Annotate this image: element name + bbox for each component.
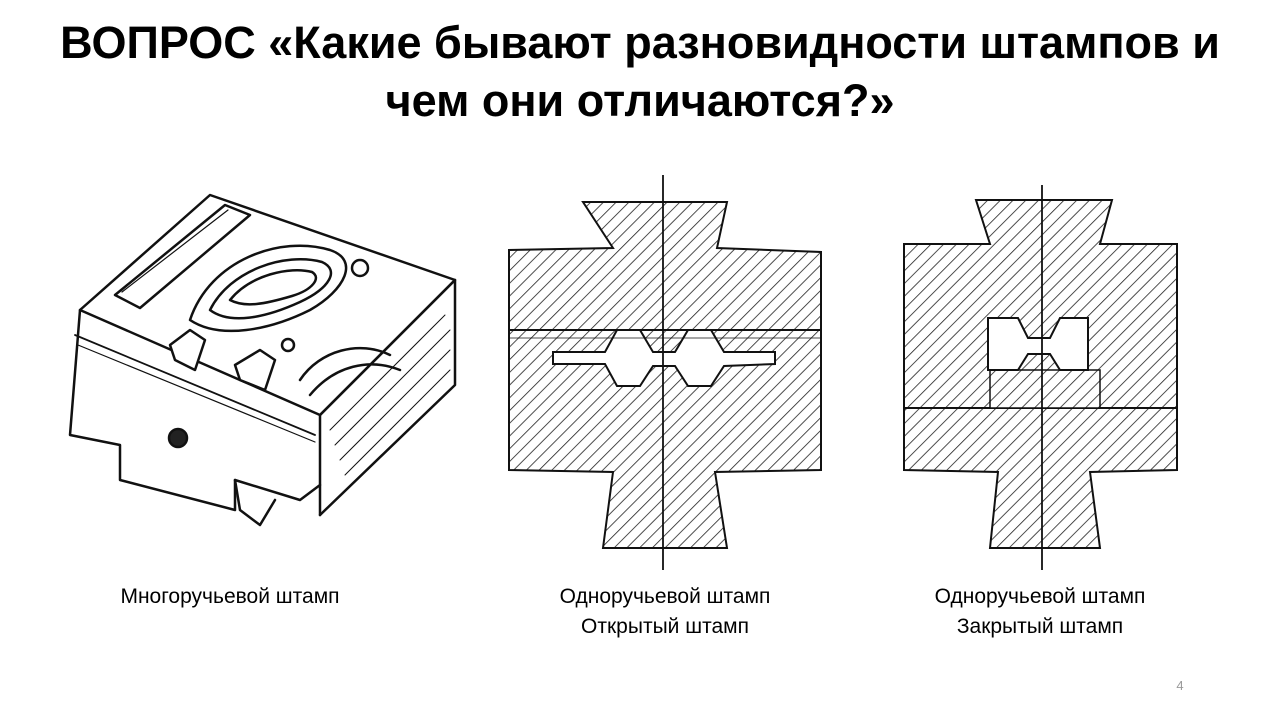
multi-cavity-die-drawing (68, 193, 457, 527)
caption-line: Закрытый штамп (956, 615, 1124, 638)
slide-title-line-2: чем они отличаются?» (385, 75, 895, 126)
caption-line: Многоручьевой штамп (120, 585, 340, 608)
open-die-cross-section (508, 175, 822, 570)
caption-closed-die: Одноручьевой штамп Закрытый штамп (880, 582, 1200, 642)
caption-multi-cavity-die: Многоручьевой штамп (60, 582, 400, 612)
caption-line: Открытый штамп (581, 615, 749, 638)
closed-die-cross-section (903, 185, 1178, 570)
slide-title: ВОПРОС «Какие бывают разновидности штамп… (0, 14, 1280, 130)
page-number: 4 (1176, 678, 1184, 693)
caption-open-die: Одноручьевой штамп Открытый штамп (505, 582, 825, 642)
caption-line: Одноручьевой штамп (934, 585, 1146, 608)
slide-title-line-1: ВОПРОС «Какие бывают разновидности штамп… (60, 17, 1220, 68)
caption-line: Одноручьевой штамп (559, 585, 771, 608)
